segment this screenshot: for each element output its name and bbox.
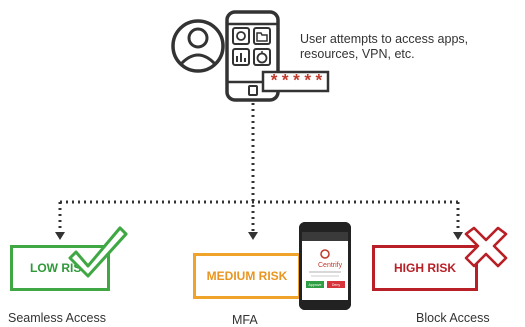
access-caption: User attempts to access apps, resources,… — [300, 32, 469, 61]
outcome-mfa: MFA — [232, 313, 258, 327]
deny-button[interactable]: Deny — [327, 281, 345, 288]
connector-lines — [58, 103, 460, 232]
arrowheads — [55, 232, 463, 240]
outcome-seamless-access: Seamless Access — [8, 311, 106, 325]
approve-button[interactable]: Approve — [306, 281, 324, 288]
user-avatar-icon — [171, 19, 225, 73]
low-risk-box: LOW RISK — [10, 245, 110, 291]
outcome-block-access: Block Access — [416, 311, 490, 325]
high-risk-box: HIGH RISK — [372, 245, 478, 291]
password-field — [261, 70, 330, 93]
password-mask: ***** — [268, 73, 325, 92]
medium-risk-label: MEDIUM RISK — [206, 269, 288, 283]
high-risk-label: HIGH RISK — [393, 261, 456, 275]
low-risk-label: LOW RISK — [30, 261, 90, 275]
phone-brand: Centrify — [318, 262, 343, 269]
medium-risk-box: MEDIUM RISK — [193, 253, 301, 299]
